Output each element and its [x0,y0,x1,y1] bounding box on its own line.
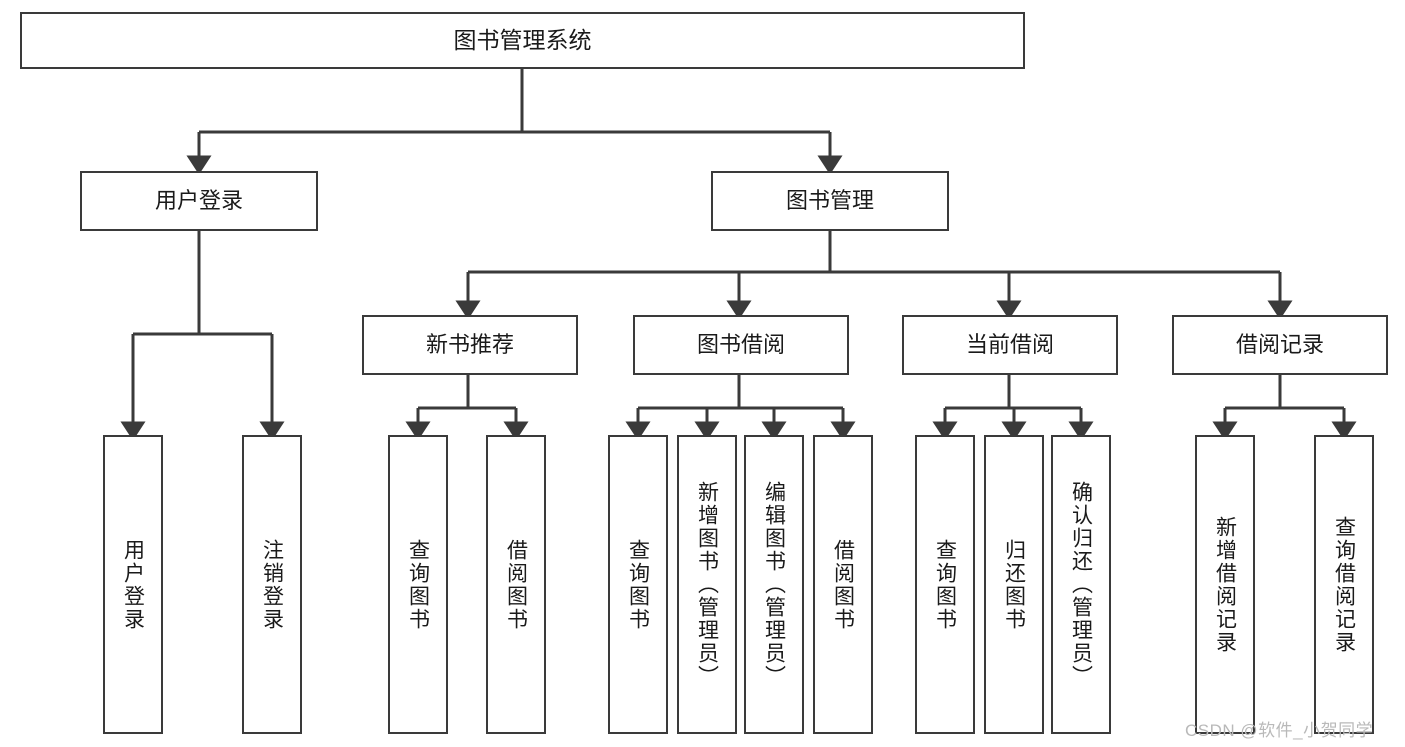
node-label: 图书管理 [785,188,874,214]
node-current-borrow[interactable]: 当前借阅 [902,315,1118,375]
node-user-login[interactable]: 用户登录 [80,171,318,231]
node-label: 编辑图书（管理员） [762,481,786,688]
leaf-return-book[interactable]: 归还图书 [984,435,1044,734]
leaf-query-book-current[interactable]: 查询图书 [915,435,975,734]
leaf-confirm-return-admin[interactable]: 确认归还（管理员） [1051,435,1111,734]
leaf-user-login[interactable]: 用户登录 [103,435,163,734]
leaf-edit-book-admin[interactable]: 编辑图书（管理员） [744,435,804,734]
leaf-query-book-recommend[interactable]: 查询图书 [388,435,448,734]
node-new-book-recommend[interactable]: 新书推荐 [362,315,578,375]
node-label: 查询图书 [406,538,430,631]
node-label: 图书借阅 [696,332,785,358]
node-label: 借阅记录 [1235,332,1324,358]
leaf-query-borrow-record[interactable]: 查询借阅记录 [1314,435,1374,734]
leaf-borrow-book[interactable]: 借阅图书 [813,435,873,734]
node-label: 归还图书 [1002,538,1026,631]
node-label: 用户登录 [121,538,145,631]
leaf-query-book-borrow[interactable]: 查询图书 [608,435,668,734]
node-book-management[interactable]: 图书管理 [711,171,949,231]
node-label: 借阅图书 [831,538,855,631]
node-label: 新书推荐 [425,332,514,358]
node-label: 当前借阅 [965,332,1054,358]
node-label: 查询借阅记录 [1332,515,1356,654]
node-label: 新增图书（管理员） [695,481,719,688]
leaf-add-book-admin[interactable]: 新增图书（管理员） [677,435,737,734]
node-book-borrow[interactable]: 图书借阅 [633,315,849,375]
node-label: 查询图书 [626,538,650,631]
node-label: 借阅图书 [504,538,528,631]
node-label: 确认归还（管理员） [1069,481,1093,688]
node-book-management-system[interactable]: 图书管理系统 [20,12,1025,69]
node-label: 用户登录 [154,188,243,214]
node-label: 查询图书 [933,538,957,631]
node-label: 注销登录 [260,538,284,631]
watermark: CSDN @软件_小贺同学 [1185,721,1374,740]
node-label: 图书管理系统 [453,27,592,54]
leaf-borrow-book-recommend[interactable]: 借阅图书 [486,435,546,734]
node-borrow-record[interactable]: 借阅记录 [1172,315,1388,375]
node-label: 新增借阅记录 [1213,515,1237,654]
leaf-add-borrow-record[interactable]: 新增借阅记录 [1195,435,1255,734]
leaf-logout-login[interactable]: 注销登录 [242,435,302,734]
